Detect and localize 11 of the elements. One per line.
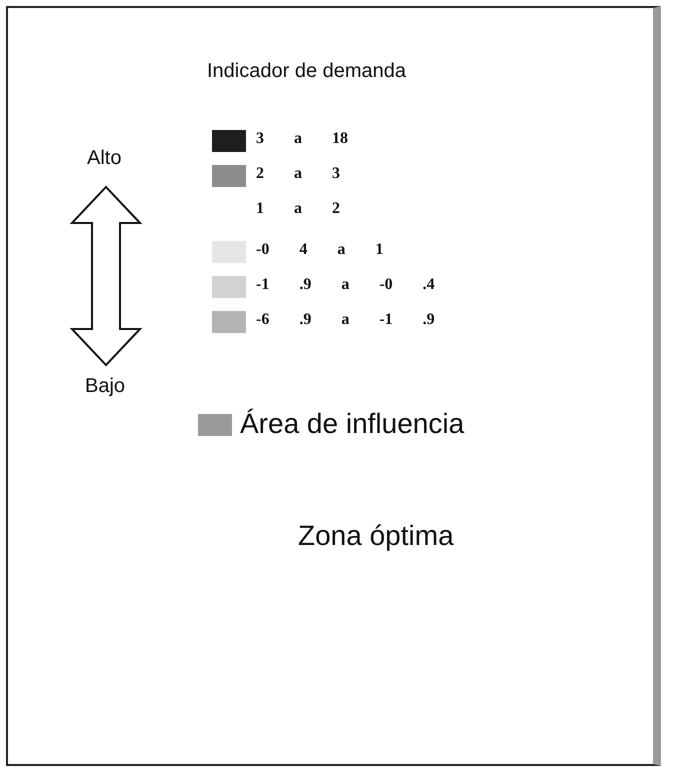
legend-text: -0 4 a 1 xyxy=(256,241,384,259)
legend-text: 1 a 2 xyxy=(256,200,340,218)
legend-text: -6 .9 a -1 .9 xyxy=(256,311,435,329)
scale-label: Bajo xyxy=(85,375,126,398)
legend-title: Indicador de demanda xyxy=(207,60,406,83)
scale-label: Alto xyxy=(87,147,122,170)
legend-text: 3 a 18 xyxy=(256,130,348,148)
legend-text: -1 .9 a -0 .4 xyxy=(256,276,435,294)
legend-text: 2 a 3 xyxy=(256,165,340,183)
zone-label: Zona óptima xyxy=(298,520,454,552)
legend-text: Área de influencia xyxy=(240,408,464,440)
